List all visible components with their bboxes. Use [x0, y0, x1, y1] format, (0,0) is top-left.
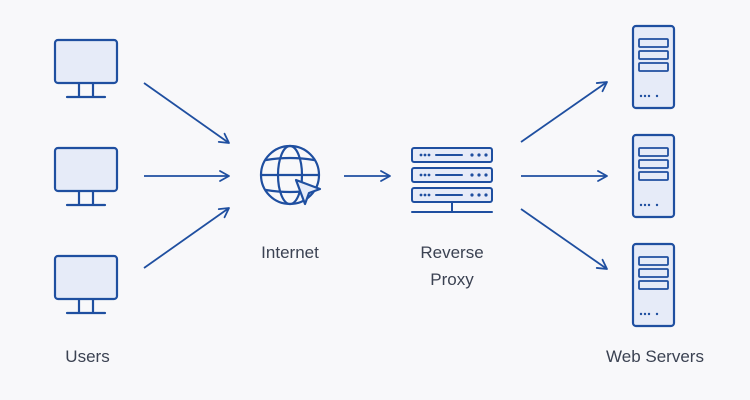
reverse-proxy-label: Reverse Proxy — [397, 239, 507, 293]
reverse-proxy-label-line2: Proxy — [430, 270, 474, 289]
web-servers-label: Web Servers — [606, 347, 704, 366]
arrow-proxy-to-server — [520, 81, 608, 143]
server-rack-icon — [411, 147, 493, 213]
users-label: Users — [65, 347, 110, 366]
user-monitor-icon — [53, 254, 119, 315]
reverse-proxy-label-line1: Reverse — [420, 243, 484, 262]
arrow-proxy-to-server — [520, 208, 608, 270]
internet-label: Internet — [261, 243, 319, 262]
globe-cursor-icon — [259, 144, 322, 206]
server-tower-icon — [631, 242, 676, 328]
server-tower-icon — [631, 133, 676, 219]
user-monitor-icon — [53, 38, 119, 99]
arrow-user-to-internet — [143, 207, 230, 269]
user-monitor-icon — [53, 146, 119, 207]
arrow-user-to-internet — [143, 82, 230, 144]
server-tower-icon — [631, 24, 676, 110]
